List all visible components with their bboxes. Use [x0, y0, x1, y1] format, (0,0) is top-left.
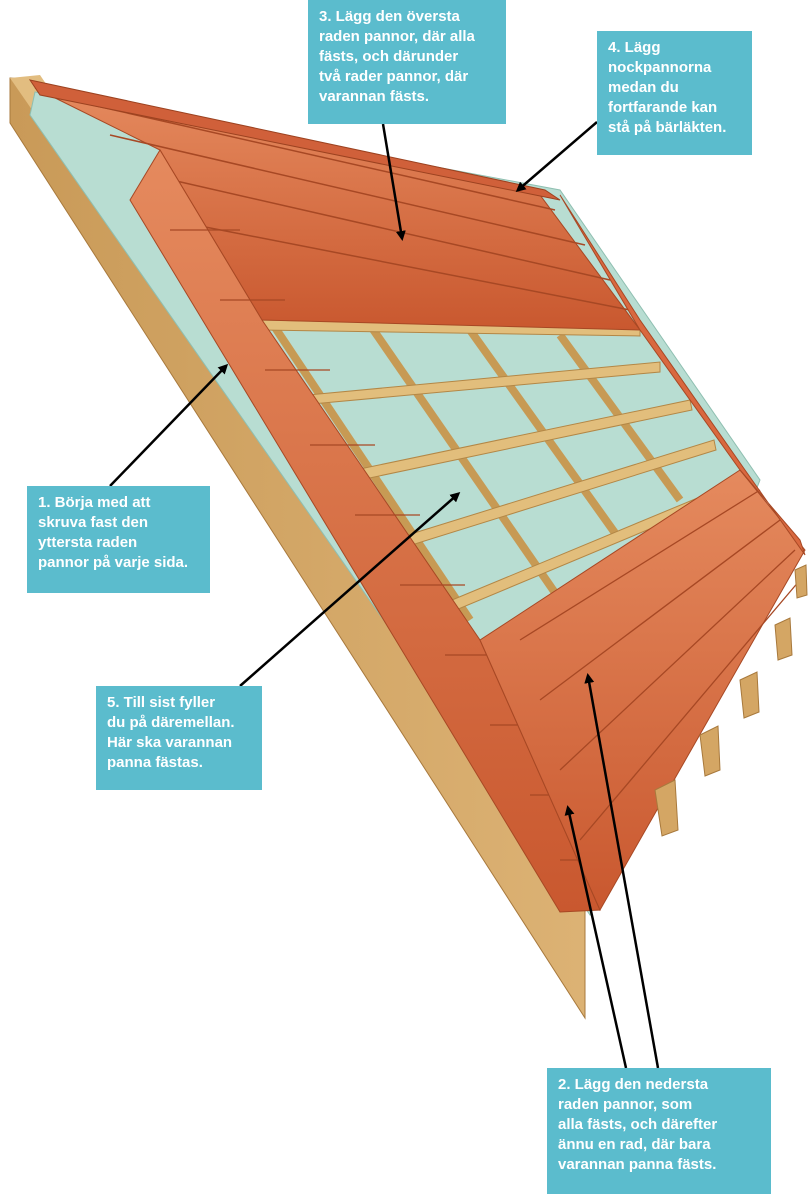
arrow-3: [381, 123, 406, 241]
callout-4-line: stå på bärläkten.: [608, 119, 727, 136]
callout-step-2: 2. Lägg den nedersta raden pannor, som a…: [547, 1068, 771, 1194]
callout-3-line: fästs, och därunder: [319, 48, 459, 65]
callout-3-line: 3. Lägg den översta: [319, 8, 460, 25]
callout-1-line: pannor på varje sida.: [38, 554, 189, 571]
callout-3-line: raden pannor, där alla: [319, 28, 475, 45]
arrow-1: [109, 363, 229, 487]
callout-2-line: varannan panna fästs.: [558, 1156, 717, 1173]
tiles-right-edge: [559, 194, 806, 556]
callout-5-line: panna fästas.: [107, 754, 203, 771]
callout-5-line: du på däremellan.: [107, 714, 235, 731]
callout-2-line: alla fästs, och därefter: [558, 1116, 718, 1133]
callout-3-line: varannan fästs.: [319, 88, 430, 105]
callout-2-line: ännu en rad, där bara: [558, 1136, 711, 1153]
callout-step-4: 4. Lägg nockpannorna medan du fortfarand…: [597, 31, 752, 155]
tiles-bottom-rows: [479, 469, 806, 912]
callout-5-line: 5. Till sist fyller: [107, 694, 216, 711]
callout-step-3: 3. Lägg den översta raden pannor, där al…: [308, 0, 506, 124]
callout-4-line: fortfarande kan: [608, 99, 718, 116]
tiles-top-ridges: [69, 99, 631, 311]
callout-arrows: [109, 121, 660, 1069]
callout-4-line: nockpannorna: [608, 59, 712, 76]
callout-2-line: raden pannor, som: [558, 1096, 693, 1113]
arrow-2b: [584, 673, 660, 1069]
callout-5-line: Här ska varannan: [107, 734, 233, 751]
callout-3-line: två rader pannor, där: [319, 68, 469, 85]
callout-4-line: 4. Lägg: [608, 39, 661, 56]
callout-1-line: skruva fast den: [38, 514, 149, 531]
arrow-2a: [564, 805, 628, 1069]
callout-step-1: 1. Börja med att skruva fast den ytterst…: [27, 486, 210, 593]
arrow-5: [239, 492, 461, 687]
callout-1-line: yttersta raden: [38, 534, 138, 551]
arrow-4: [515, 121, 598, 192]
callout-step-5: 5. Till sist fyller du på däremellan. Hä…: [96, 686, 262, 790]
ridge-tiles: [28, 79, 561, 201]
callout-2-line: 2. Lägg den nedersta: [558, 1076, 709, 1093]
callout-1-line: 1. Börja med att: [38, 494, 151, 511]
rafter-ends: [654, 564, 808, 837]
callout-4-line: medan du: [608, 79, 679, 96]
